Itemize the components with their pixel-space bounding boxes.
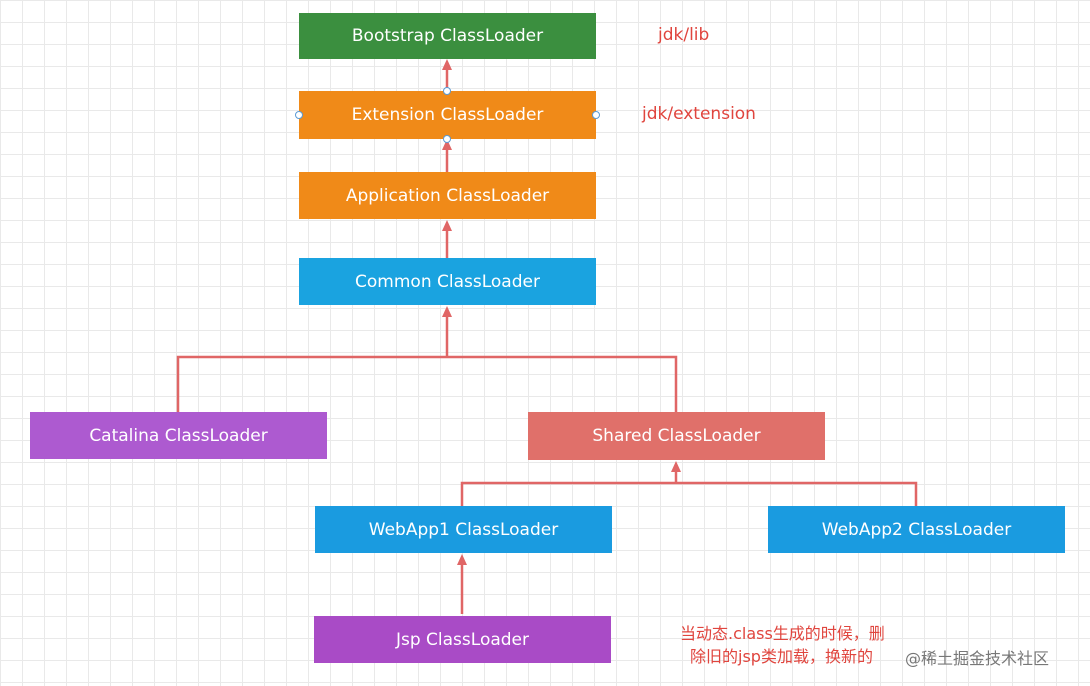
extension-classloader-box[interactable]: Extension ClassLoader: [299, 91, 596, 139]
dynamic-class-note-line2: 除旧的jsp类加载，换新的: [690, 647, 873, 666]
selection-handle-left[interactable]: [295, 111, 303, 119]
arrowhead-application: [442, 220, 452, 231]
dynamic-class-note-line1: 当动态.class生成的时候，删: [680, 624, 885, 643]
selection-handle-right[interactable]: [592, 111, 600, 119]
webapp2-classloader-box[interactable]: WebApp2 ClassLoader: [768, 506, 1065, 553]
selection-handle-bottom[interactable]: [443, 135, 451, 143]
jdk-extension-label: jdk/extension: [642, 104, 756, 124]
arrowhead-extension: [442, 139, 452, 150]
common-classloader-box[interactable]: Common ClassLoader: [299, 258, 596, 305]
watermark-text: @稀土掘金技术社区: [905, 649, 1050, 668]
application-classloader-box[interactable]: Application ClassLoader: [299, 172, 596, 219]
arrow-catalina-shared-to-common: [176, 355, 678, 412]
selection-handle-top[interactable]: [443, 87, 451, 95]
arrowhead-common: [442, 306, 452, 317]
shared-classloader-box[interactable]: Shared ClassLoader: [528, 412, 825, 460]
jsp-classloader-box[interactable]: Jsp ClassLoader: [314, 616, 611, 663]
arrow-webapps-to-shared: [460, 481, 918, 506]
arrowhead-shared: [671, 461, 681, 472]
webapp1-classloader-box[interactable]: WebApp1 ClassLoader: [315, 506, 612, 553]
arrowhead-webapp1: [457, 554, 467, 565]
arrowhead-bootstrap: [442, 59, 452, 70]
catalina-classloader-box[interactable]: Catalina ClassLoader: [30, 412, 327, 459]
bootstrap-classloader-box[interactable]: Bootstrap ClassLoader: [299, 13, 596, 59]
jdk-lib-label: jdk/lib: [658, 25, 710, 45]
